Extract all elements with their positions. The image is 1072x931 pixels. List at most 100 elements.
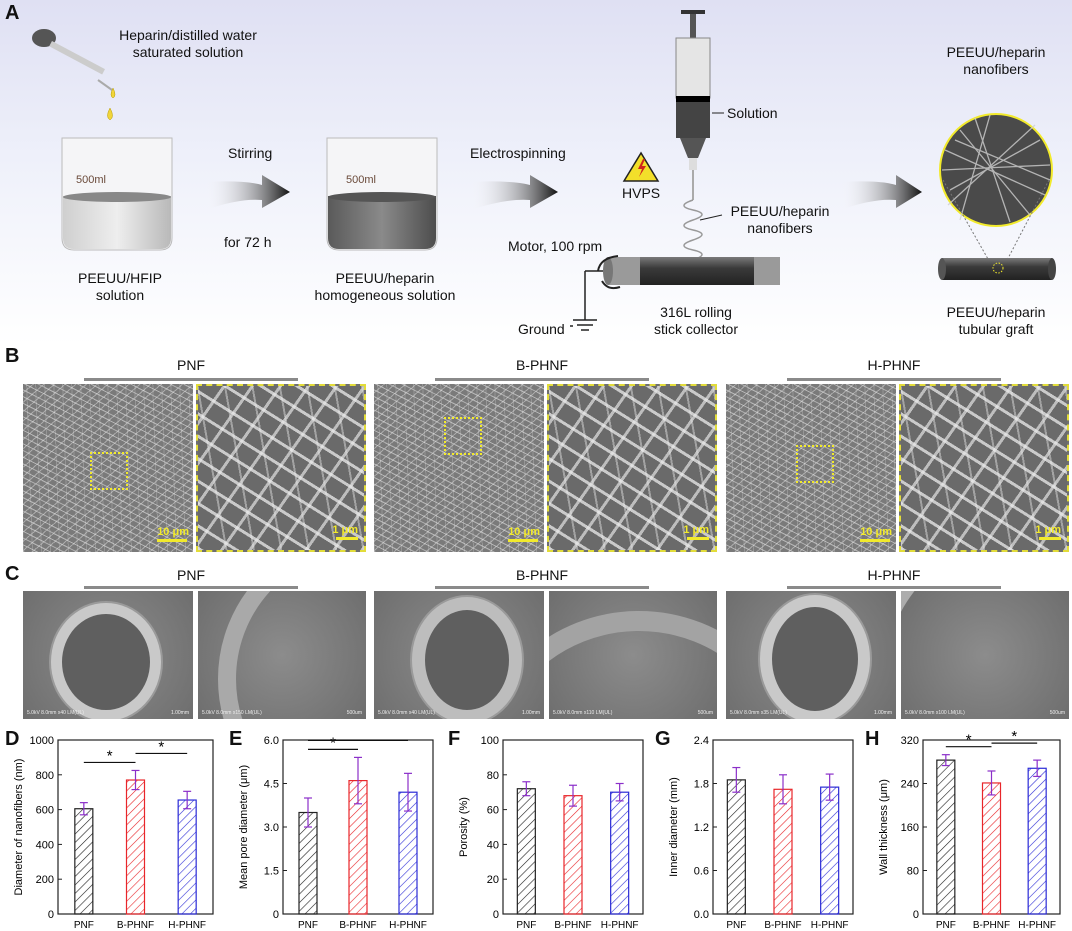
y-tick-label: 0 [273,909,279,921]
beaker-volume-label: 500ml [76,174,106,186]
sem-caption: 5.0kV 8.0mm x110 LM(UL) [553,710,613,716]
y-tick-label: 1.5 [264,866,279,878]
bar [125,779,146,915]
x-tick-label: PNF [936,920,956,931]
bar [936,759,956,915]
panel-label-f: F [448,728,461,750]
panel-label-b: B [5,345,20,367]
panel-label-h: H [865,728,880,750]
collector-line-2: stick collector [653,321,739,337]
sem-scale-label: 1.00mm [873,710,892,716]
bar [610,791,630,915]
sem-low-mag-hphnf: 10 μm [726,384,896,552]
sem-high-mag-bphnf: 1 μm [547,384,717,552]
y-tick-label: 400 [36,839,54,851]
x-tick-label: PNF [298,920,318,931]
scale-label: 1 μm [1035,524,1061,536]
collector-line-1: 316L rolling [660,304,732,320]
beaker-1-icon [61,137,173,251]
y-tick-label: 1000 [30,735,54,747]
y-tick-label: 1.8 [694,779,709,791]
y-tick-label: 0.6 [694,866,709,878]
y-tick-label: 160 [901,822,919,834]
solution-label: Solution [727,105,778,121]
y-tick-label: 2.4 [694,735,709,747]
bar [981,782,1002,915]
high-voltage-icon [622,151,660,182]
y-axis-label: Porosity (%) [458,797,470,857]
peeuu-hfip-line-2: solution [95,287,145,303]
significance-star: * [107,747,113,764]
beaker-2-icon [326,137,438,251]
sem-wall-bphnf: 5.0kV 8.0mm x110 LM(UL) 500um [549,591,717,719]
significance-star: * [330,734,336,751]
group-divider [787,586,1001,589]
sem-cross-section-bphnf: 5.0kV 8.0mm x40 LM(UL) 1.00mm [374,591,544,719]
y-axis-label: Inner diameter (mm) [668,777,680,877]
y-tick-label: 40 [487,839,499,851]
y-tick-label: 4.5 [264,779,279,791]
y-tick-label: 80 [907,866,919,878]
bar [563,795,583,915]
y-tick-label: 60 [487,805,499,817]
significance-star: * [966,732,972,749]
y-tick-label: 0.0 [694,909,709,921]
bar [298,811,318,915]
x-tick-label: B-PHNF [339,920,376,931]
homogeneous-line-1: PEEUU/heparin [335,270,435,286]
y-tick-label: 600 [36,805,54,817]
y-tick-label: 80 [487,770,499,782]
magnified-fibers-icon [939,113,1053,267]
syringe-icon [675,10,711,200]
y-tick-label: 320 [901,735,919,747]
y-tick-label: 20 [487,874,499,886]
sem-scale-label: 500um [346,710,362,716]
panel-label-e: E [229,728,243,750]
arrow-icon [205,175,290,210]
sem-high-mag-pnf: 1 μm [196,384,366,552]
sem-wall-pnf: 5.0kV 8.0mm x150 LM(UL) 500um [198,591,366,719]
x-tick-label: H-PHNF [1018,920,1056,931]
sem-wall-hphnf: 5.0kV 8.0mm x100 LM(UL) 500um [901,591,1069,719]
sem-scale-label: 500um [697,710,713,716]
sem-caption: 5.0kV 8.0mm x35 LM(UL) [730,710,787,716]
scale-label: 10 μm [157,526,189,538]
x-tick-label: H-PHNF [811,920,849,931]
x-tick-label: H-PHNF [601,920,639,931]
homogeneous-line-2: homogeneous solution [314,287,456,303]
scale-label: 1 μm [332,524,358,536]
y-tick-label: 3.0 [264,822,279,834]
y-axis-label: Diameter of nanofibers (nm) [13,759,25,896]
sem-cross-section-hphnf: 5.0kV 8.0mm x35 LM(UL) 1.00mm [726,591,896,719]
y-axis-label: Wall thickness (μm) [878,779,890,875]
graft-line-2: tubular graft [958,321,1034,337]
panel-label-c: C [5,563,20,585]
scale-label: 1 μm [683,524,709,536]
motor-label: Motor, 100 rpm [508,238,603,254]
bar [773,788,793,915]
x-tick-label: PNF [74,920,94,931]
group-label-hphnf: H-PHNF [867,567,921,583]
bar [74,808,94,915]
group-label-pnf: PNF [177,357,205,373]
y-axis-label: Mean pore diameter (μm) [238,765,250,889]
group-label-bphnf: B-PHNF [515,357,569,373]
ground-label: Ground [518,321,565,337]
sem-scale-label: 1.00mm [521,710,540,716]
nanofibers-top-line-1: PEEUU/heparin [946,44,1046,60]
dropper-icon [32,29,113,91]
electrospinning-label: Electrospinning [470,145,566,161]
stirring-time-label: for 72 h [224,234,272,250]
peeuu-hfip-line-1: PEEUU/HFIP [77,270,162,286]
arrow-icon [470,175,558,210]
graft-line-1: PEEUU/heparin [946,304,1046,320]
